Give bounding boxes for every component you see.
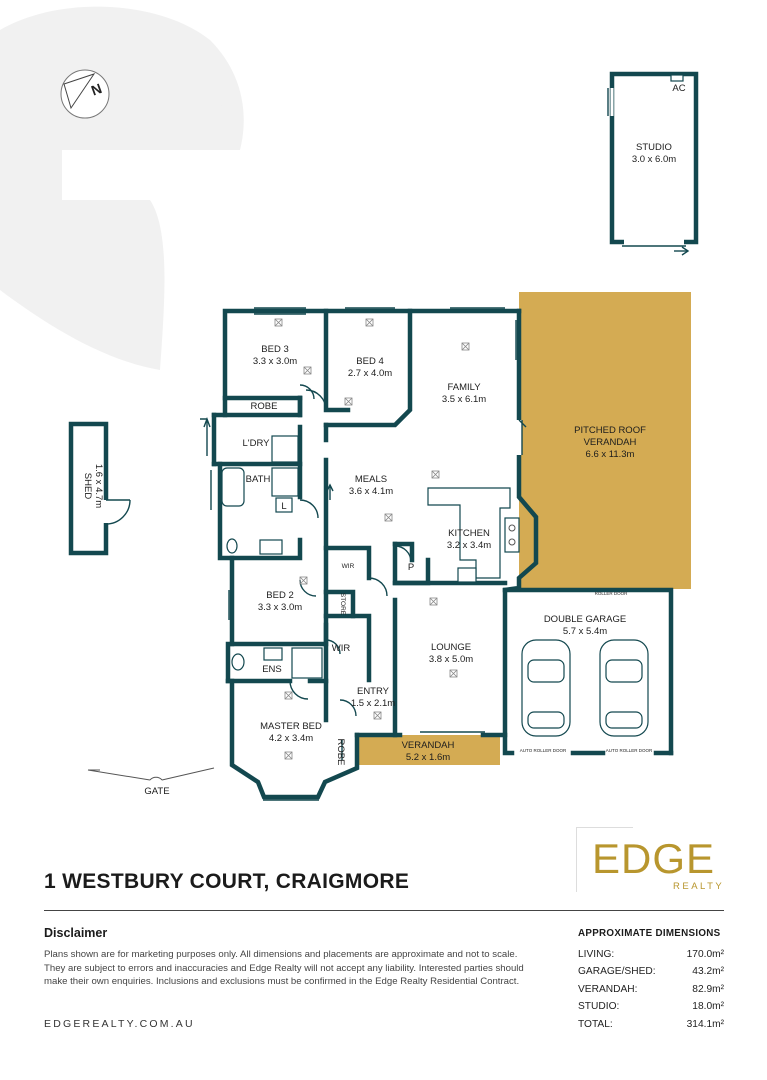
garage-size: 5.7 x 5.4m [563,626,607,637]
bath-label: BATH [246,474,271,485]
disclaimer-text: Plans shown are for marketing purposes o… [44,949,524,988]
robe-master-label: ROBE [335,739,346,766]
house-walls [211,308,674,800]
wir-label: WIR [332,643,351,654]
light-fittings [274,318,470,760]
bed4-size: 2.7 x 4.0m [348,368,392,379]
master-bed-size: 4.2 x 3.4m [269,733,313,744]
bed4-label: BED 4 [356,356,383,367]
shed-building [68,421,131,556]
dimension-row: STUDIO: 18.0m² [578,998,724,1015]
auto-roller-door-1-label: AUTO ROLLER DOOR [520,748,567,753]
car-icon-left [521,639,571,737]
bed2-size: 3.3 x 3.0m [258,602,302,613]
pitched-roof-size: 6.6 x 11.3m [586,449,635,460]
dimension-value: 170.0m² [686,949,724,960]
ens-label: ENS [262,664,282,675]
ac-label: AC [672,83,685,94]
logo-frame [576,827,633,892]
master-bed-label: MASTER BED [260,721,322,732]
wir-small-label: WIR [342,563,355,570]
l-box-label: L [281,501,286,512]
verandah-label: VERANDAH [402,740,455,751]
auto-roller-door-2-label: AUTO ROLLER DOOR [606,748,653,753]
dimension-row: GARAGE/SHED: 43.2m² [578,963,724,980]
lounge-label: LOUNGE [431,642,471,653]
divider [44,910,724,911]
disclaimer-heading: Disclaimer [44,926,108,940]
entry-label: ENTRY [357,686,390,697]
windows [210,307,517,801]
entry-size: 1.5 x 2.1m [351,698,395,709]
lounge-size: 3.8 x 5.0m [429,654,473,665]
dimension-row: LIVING: 170.0m² [578,946,724,963]
dimension-row: VERANDAH: 82.9m² [578,981,724,998]
logo-wordmark: EDGE [592,835,716,882]
kitchen-label: KITCHEN [448,528,490,539]
ldry-label: L'DRY [243,438,271,449]
dimension-value: 314.1m² [686,1018,724,1030]
dimension-label: LIVING: [578,949,615,960]
studio-size: 3.0 x 6.0m [632,154,676,165]
dimension-label: VERANDAH: [578,983,638,995]
dimension-label: TOTAL: [578,1018,613,1030]
gate-icon [87,767,215,781]
edge-realty-logo: EDGE REALTY [576,827,726,895]
gate-label: GATE [144,786,169,797]
pitched-roof-label: PITCHED ROOF [574,425,646,436]
dimension-label: STUDIO: [578,1001,620,1013]
shed-size: 1.6 x 4.7m [93,464,104,508]
studio-label: STUDIO [636,142,672,153]
garage-label: DOUBLE GARAGE [544,614,626,625]
dimensions-heading: APPROXIMATE DIMENSIONS [578,928,721,939]
bed3-size: 3.3 x 3.0m [253,356,297,367]
dimension-value: 18.0m² [692,1001,724,1013]
car-icon-right [599,639,649,737]
watermark-e [0,6,244,371]
front-verandah-area [357,735,500,765]
floor-plan: N AC STUDIO 3.0 x 6.0m SHED 1.6 x 4.7m P… [0,6,699,801]
logo-subtitle: REALTY [673,881,725,892]
kitchen-bench [427,487,520,583]
kitchen-size: 3.2 x 3.4m [447,540,491,551]
dimension-label: GARAGE/SHED: [578,966,656,978]
roller-door-label: ROLLER DOOR [595,591,629,596]
wet-area-fixtures [221,435,323,679]
robe-top-label: ROBE [251,401,278,412]
north-compass-icon: N [60,69,110,119]
dimension-value: 82.9m² [692,983,724,995]
meals-size: 3.6 x 4.1m [349,486,393,497]
studio-building [607,71,699,256]
pitched-roof-verandah-area [519,292,691,589]
website-link[interactable]: EDGEREALTY.COM.AU [44,1018,195,1030]
bed2-label: BED 2 [266,590,293,601]
meals-label: MEALS [355,474,387,485]
family-label: FAMILY [447,382,481,393]
bed3-label: BED 3 [261,344,288,355]
property-address: 1 WESTBURY COURT, CRAIGMORE [44,870,410,893]
store-label: STORE [339,593,346,616]
dimensions-table: APPROXIMATE DIMENSIONS LIVING: 170.0m² GA… [578,928,724,1033]
pantry-label: P [408,562,414,573]
verandah-size: 5.2 x 1.6m [406,752,450,763]
dimension-value: 43.2m² [692,966,724,978]
pitched-roof-label-2: VERANDAH [584,437,637,448]
dimension-row: TOTAL: 314.1m² [578,1016,724,1033]
family-size: 3.5 x 6.1m [442,394,486,405]
shed-label: SHED [82,473,93,500]
